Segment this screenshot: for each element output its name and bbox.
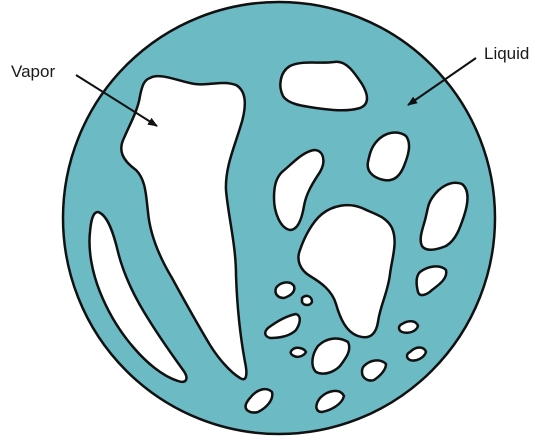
liquid-label: Liquid: [484, 44, 529, 64]
vapor-label: Vapor: [11, 62, 55, 82]
vapor-region-small-2: [302, 296, 312, 305]
vapor-region-small-8: [399, 321, 418, 333]
vapor-region-small-4: [291, 348, 306, 357]
